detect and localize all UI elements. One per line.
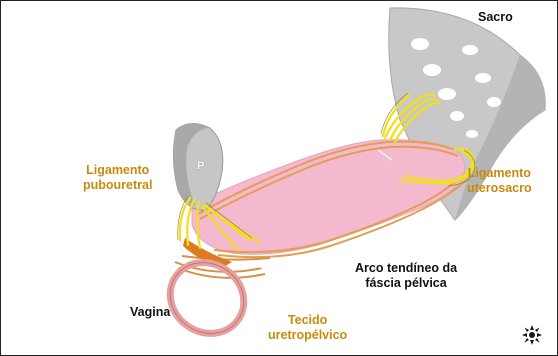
pubourethral-label-line1: Ligamento xyxy=(83,163,152,178)
university-logo-icon xyxy=(521,324,543,346)
vagina-ring xyxy=(156,248,257,347)
pelvic-fascia xyxy=(192,140,465,255)
urethropelvic-tissue-label: Tecido uretropélvico xyxy=(268,313,347,343)
uterosacral-label-line2: uterosacro xyxy=(467,181,532,196)
pubourethral-label-line2: pubouretral xyxy=(83,178,152,193)
arcus-tendineus-label: Arco tendíneo da fáscia pélvica xyxy=(355,261,457,291)
uterosacral-label-line1: Ligamento xyxy=(467,166,532,181)
pubourethral-ligament-label: Ligamento pubouretral xyxy=(83,163,152,193)
urethropelvic-label-line1: Tecido xyxy=(268,313,347,328)
arcus-label-line2: fáscia pélvica xyxy=(355,276,457,291)
arcus-label-line1: Arco tendíneo da xyxy=(355,261,457,276)
sacrum-label: Sacro xyxy=(478,10,513,25)
pubis-label: P xyxy=(197,160,204,172)
urethropelvic-label-line2: uretropélvico xyxy=(268,328,347,343)
vagina-label: Vagina xyxy=(130,305,170,320)
uterosacral-ligament-label: Ligamento uterosacro xyxy=(467,166,532,196)
